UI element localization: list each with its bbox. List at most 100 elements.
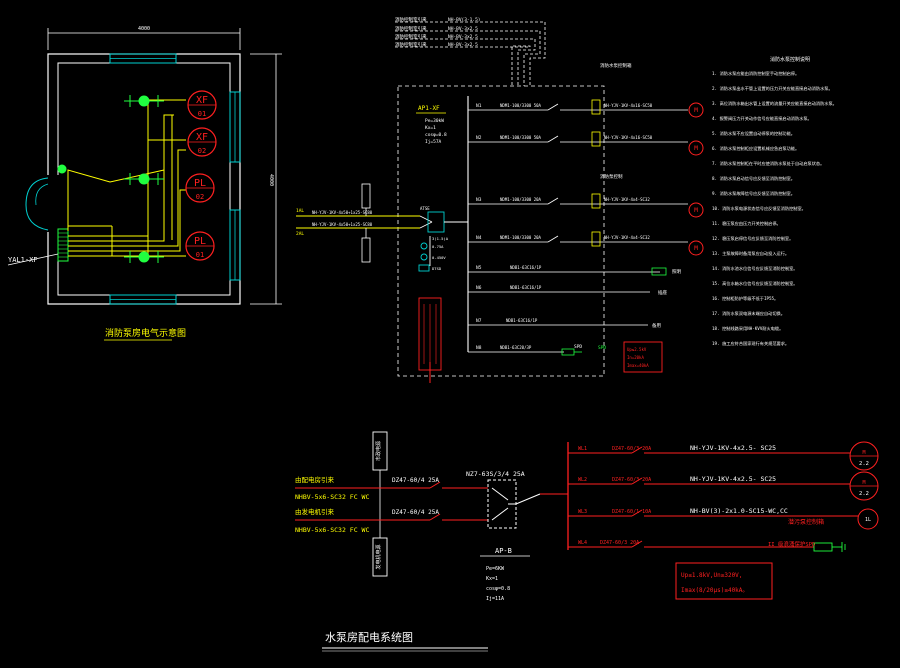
svg-text:消防控制室引来: 消防控制室引来 (395, 25, 427, 32)
lower-spd-info-box (675, 562, 773, 600)
svg-text:2AL: 2AL (296, 231, 304, 237)
svg-text:照明: 照明 (672, 269, 681, 275)
circuit-n1: N1 NDM1-100/3300 50A NH-YJV-1KV-4x16-SC5… (468, 99, 688, 115)
note-line: 10. 消防水泵电源状态信号应反馈至消防控制室。 (712, 205, 806, 212)
svg-text:M: M (694, 145, 698, 152)
lower-incoming-1: 由配电房引来 NHBV-5x6-SC32 FC WC DZ47-60/4 25A (295, 475, 488, 501)
svg-text:2.2: 2.2 (859, 491, 869, 497)
motor-symbols (688, 102, 704, 256)
equipment-label: PL (194, 236, 206, 247)
note-line: 2. 消防水泵出水干管上设置的压力开关应能直接启动消防水泵。 (712, 85, 833, 92)
svg-text:DZ47-60/1 10A: DZ47-60/1 10A (612, 509, 651, 515)
note-line: 18. 控制线路采用NH-KVV耐火电缆。 (712, 325, 783, 332)
equipment-sub: 01 (196, 251, 204, 259)
note-line: 16. 控制柜防护等级不低于IP55。 (712, 295, 778, 302)
zone-label-3: SPD (598, 345, 606, 351)
svg-text:M: M (694, 245, 698, 252)
svg-text:0-450V: 0-450V (432, 255, 446, 260)
top-incoming-lines (395, 21, 546, 86)
svg-text:NH-YJV-1KV-4x16-SC50: NH-YJV-1KV-4x16-SC50 (604, 135, 653, 140)
svg-text:N8: N8 (476, 345, 482, 351)
svg-text:NHBV-5x6-SC32 FC WC: NHBV-5x6-SC32 FC WC (295, 493, 369, 501)
svg-text:cosφ=0.8: cosφ=0.8 (486, 586, 510, 592)
top-incoming-texts: 消防控制室引来 消防控制室引来 消防控制室引来 消防控制室引来 NH-BV(3-… (395, 16, 481, 48)
svg-text:消防控制室引来: 消防控制室引来 (395, 41, 427, 48)
note-line: 17. 消防水泵双电源末端应自动切换。 (712, 310, 785, 317)
note-line: 9. 消防水泵故障信号应反馈至消防控制室。 (712, 190, 795, 197)
svg-text:cosφ=0.8: cosφ=0.8 (425, 132, 447, 138)
ats-model: NZ7-63S/3/4 25A (466, 470, 525, 478)
svg-text:N3: N3 (476, 197, 482, 203)
panel-name: AP1-XF (418, 105, 440, 112)
feeder-label: YAL1-XF (8, 256, 38, 264)
upper-distribution-diagram: 消防控制室引来 消防控制室引来 消防控制室引来 消防控制室引来 NH-BV(3-… (296, 16, 837, 383)
svg-text:NDB1-63C20/3P: NDB1-63C20/3P (500, 345, 532, 350)
motor-labels: M M M M (694, 107, 698, 252)
circuit-n4: N4 NDM1-100/3300 20A NH-YJV-1KV-4x4-SC32 (468, 231, 688, 247)
svg-text:NDB1-63C16/1P: NDB1-63C16/1P (510, 265, 542, 270)
circuit-n5: N5 NDB1-63C16/1P 照明 (468, 265, 681, 276)
equipment-label: XF (196, 95, 208, 106)
note-line: 1. 消防水泵应能由消防控制室手动控制启停。 (712, 70, 799, 77)
svg-text:SPD: SPD (574, 344, 582, 350)
spd-info-text: Up≤2.5kV In=20kA Imax=40kA (627, 347, 649, 368)
svg-text:NH-YJV-1KV-4x2.5- SC25: NH-YJV-1KV-4x2.5- SC25 (690, 444, 776, 452)
svg-text:M: M (694, 207, 698, 214)
zone-label-2: 消防泵控制 (600, 173, 623, 180)
switch-dot (57, 164, 67, 174)
svg-text:NH-YJV-1KV-4x50+1x25-SC80: NH-YJV-1KV-4x50+1x25-SC80 (312, 210, 373, 215)
panel-notes: Pe=30kW Kx=1 cosφ=0.8 Ij=57A (425, 118, 447, 145)
svg-text:Imax=40kA: Imax=40kA (627, 363, 649, 368)
svg-text:Ij=57A: Ij=57A (425, 139, 442, 145)
note-line: 15. 高位水箱水位信号应反馈至消防控制室。 (712, 280, 797, 287)
svg-text:DZ47-60/4 25A: DZ47-60/4 25A (392, 509, 439, 516)
svg-text:WL3: WL3 (578, 509, 587, 515)
svg-text:N6: N6 (476, 285, 482, 291)
svg-text:DTSD: DTSD (432, 266, 442, 271)
incoming-feeders: 1AL 2AL NH-YJV-1KV-4x50+1x25-SC80 NH-YJV… (296, 183, 430, 263)
note-line: 11. 稳压泵应由压力开关控制启停。 (712, 220, 781, 227)
note-line: 19. 施工应符合国家现行有关规范要求。 (712, 340, 789, 347)
svg-text:WL4: WL4 (578, 540, 587, 546)
svg-text:N4: N4 (476, 235, 482, 241)
svg-text:1L: 1L (865, 517, 871, 523)
svg-text:Up≤1.8kV,Un≥320V,: Up≤1.8kV,Un≥320V, (681, 572, 742, 579)
zone-label-1: 消防水泵控制箱 (600, 62, 632, 69)
equipment-xf2: XF 02 (187, 127, 217, 157)
svg-text:M: M (694, 107, 698, 114)
svg-text:NDM1-100/3300 50A: NDM1-100/3300 50A (500, 103, 542, 108)
note-line: 5. 消防水泵不应设置自动停泵的控制功能。 (712, 130, 795, 137)
equipment-pl1: PL 01 (185, 231, 215, 261)
circuit-n3: N3 NDM1-100/3300 20A NH-YJV-1KV-4x4-SC32 (468, 193, 688, 209)
svg-text:备用: 备用 (652, 322, 661, 329)
equipment-sub: 01 (198, 110, 206, 118)
svg-text:Pe=30kW: Pe=30kW (425, 118, 444, 124)
meter-notes: 3(1.5)A 0-75A 0-450V DTSD (432, 236, 449, 271)
svg-text:DZ47-60/3 20A: DZ47-60/3 20A (612, 477, 651, 483)
svg-text:N5: N5 (476, 265, 482, 271)
equipment-xf1: XF 01 (187, 90, 217, 120)
svg-text:WL1: WL1 (578, 446, 587, 452)
svg-text:NDB1-63C16/1P: NDB1-63C16/1P (506, 318, 538, 323)
svg-text:消防控制室引来: 消防控制室引来 (395, 16, 427, 23)
svg-text:NH-YJV-1KV-4x50+1x25-SC80: NH-YJV-1KV-4x50+1x25-SC80 (312, 222, 373, 227)
svg-text:NH-BV-3x2.5: NH-BV-3x2.5 (448, 34, 478, 40)
lamp-fixtures (57, 95, 164, 263)
svg-text:1AL: 1AL (296, 208, 304, 214)
svg-text:发电机电源: 发电机电源 (375, 544, 382, 569)
equipment-sub: 02 (196, 193, 204, 201)
svg-text:NDM1-100/3300 20A: NDM1-100/3300 20A (500, 197, 542, 202)
svg-text:NDM1-100/3300 20A: NDM1-100/3300 20A (500, 235, 542, 240)
note-line: 12. 稳压泵启停信号应反馈至消防控制室。 (712, 235, 793, 242)
svg-text:3(1.5)A: 3(1.5)A (432, 236, 449, 241)
lower-circuit-wl3: WL3 DZ47-60/1 10A NH-BV(3)-2x1.0-SC15-WC… (568, 507, 879, 530)
note-line: 8. 消防水泵启动信号应反馈至消防控制室。 (712, 175, 795, 182)
svg-text:DZ47-60/3 20A: DZ47-60/3 20A (600, 540, 639, 546)
note-line: 7. 消防水泵控制柜在平时应使消防水泵处于自动启泵状态。 (712, 160, 824, 167)
right-dimension-text: 4000 (268, 174, 274, 186)
svg-text:WL2: WL2 (578, 477, 587, 483)
svg-text:N2: N2 (476, 135, 482, 141)
svg-text:由配电房引来: 由配电房引来 (295, 475, 335, 484)
lower-panel-params: Pe=6KW Kx=1 cosφ=0.8 Ij=11A (486, 566, 510, 602)
svg-text:NHBV-5x6-SC32 FC WC: NHBV-5x6-SC32 FC WC (295, 526, 369, 534)
